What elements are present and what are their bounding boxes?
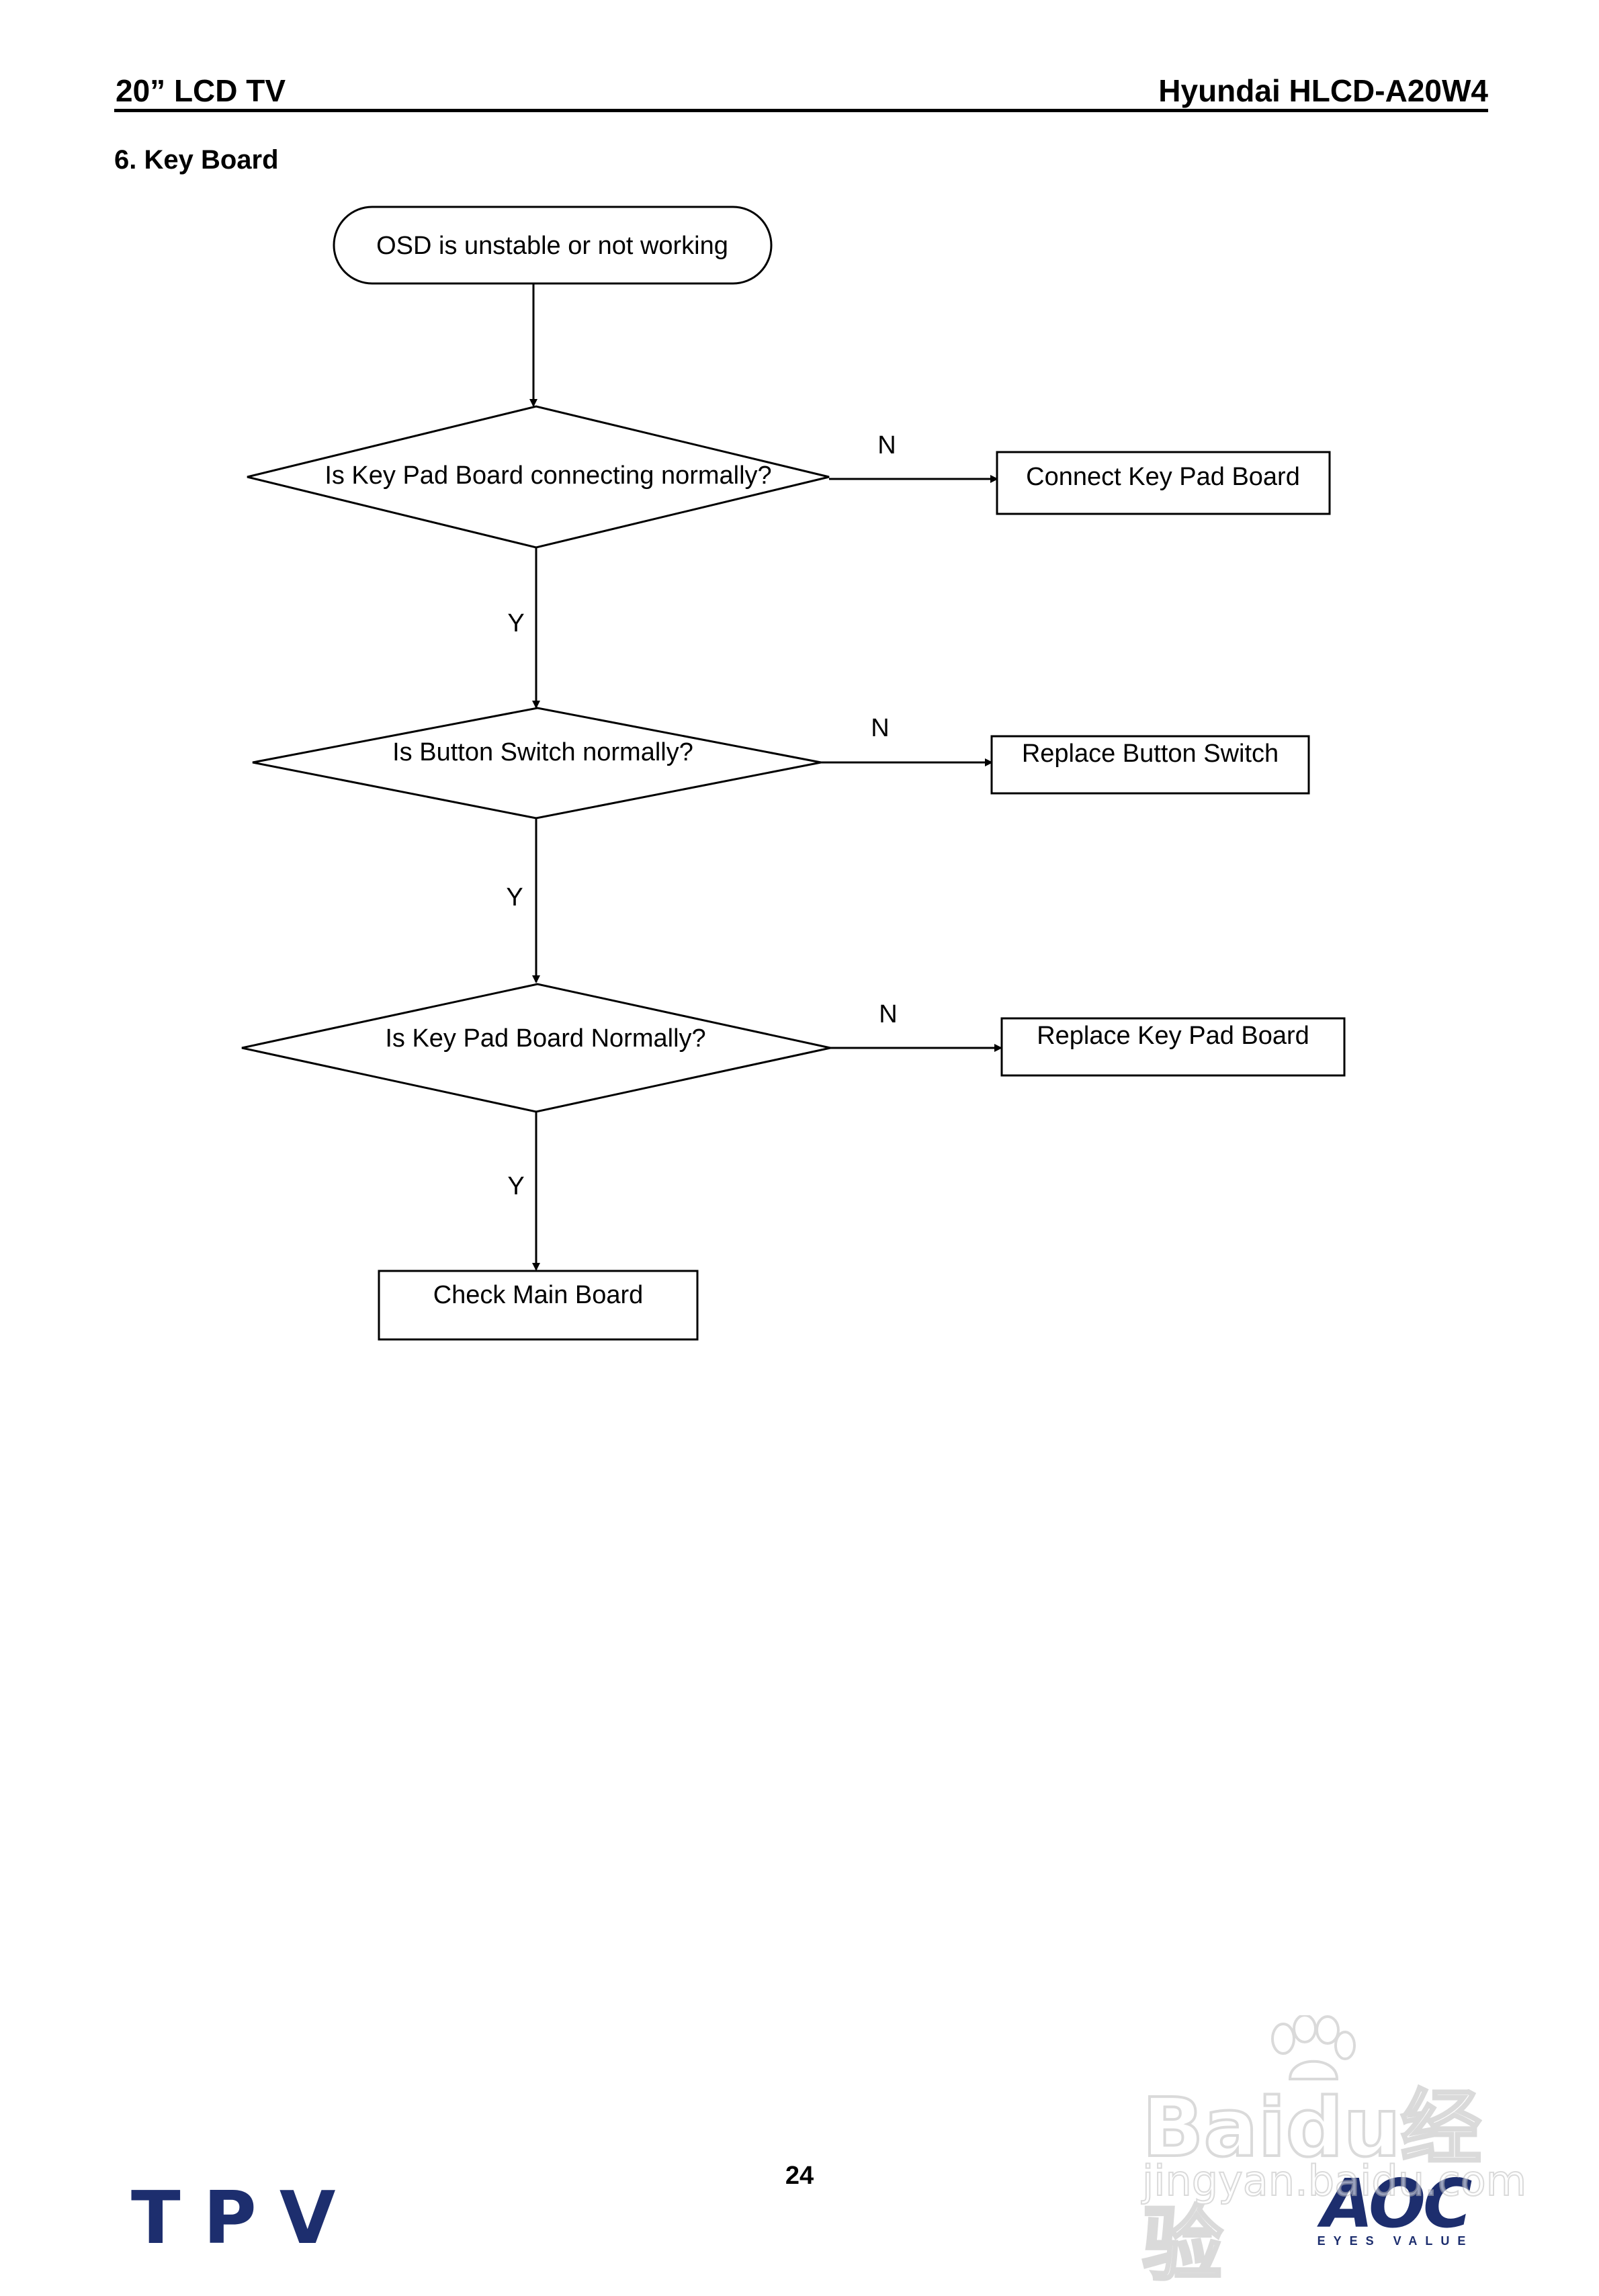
paw-icon	[1271, 2015, 1356, 2080]
tpv-logo: TPV	[131, 2176, 359, 2260]
aoc-logo-tagline: EYES VALUE	[1317, 2234, 1474, 2248]
action-replace-key-pad-board	[1000, 1017, 1346, 1077]
watermark-main: Baidu经验	[1141, 2080, 1483, 2293]
section-title: 6. Key Board	[114, 145, 279, 175]
decision-3-no-label: N	[879, 1000, 897, 1028]
decision-2-no-label: N	[871, 714, 889, 742]
header-rule	[114, 109, 1488, 112]
decision-1-no-label: N	[877, 431, 896, 459]
end-box	[378, 1270, 699, 1341]
decision-1-question: Is Key Pad Board connecting normally?	[325, 461, 771, 490]
baidu-watermark: Baidu经验 jingyan.baidu.com	[1129, 2015, 1527, 2293]
decision-1	[247, 405, 830, 549]
action-2-label: Replace Button Switch	[1022, 740, 1279, 768]
decision-1-yes-label: Y	[507, 609, 524, 637]
aoc-logo-text: AOC	[1321, 2164, 1473, 2243]
start-label: OSD is unstable or not working	[376, 232, 728, 260]
decision-2-question: Is Button Switch normally?	[392, 738, 693, 766]
action-3-label: Replace Key Pad Board	[1037, 1022, 1309, 1050]
action-replace-button-switch	[990, 735, 1310, 795]
aoc-logo: AOC EYES VALUE	[1311, 2164, 1479, 2250]
decision-3-question: Is Key Pad Board Normally?	[385, 1024, 705, 1053]
watermark-url: jingyan.baidu.com	[1141, 2156, 1527, 2206]
action-1-label: Connect Key Pad Board	[1026, 463, 1300, 491]
header-model: Hyundai HLCD-A20W4	[1158, 73, 1488, 108]
page-number: 24	[785, 2162, 814, 2190]
end-label: Check Main Board	[433, 1281, 644, 1309]
action-connect-key-pad-board	[996, 451, 1331, 515]
decision-3-yes-label: Y	[507, 1172, 524, 1200]
header-product: 20” LCD TV	[116, 73, 286, 108]
start-terminator	[333, 206, 773, 285]
flowchart: OSD is unstable or not working Is Key Pa…	[241, 206, 1346, 1341]
decision-2-yes-label: Y	[506, 883, 523, 912]
